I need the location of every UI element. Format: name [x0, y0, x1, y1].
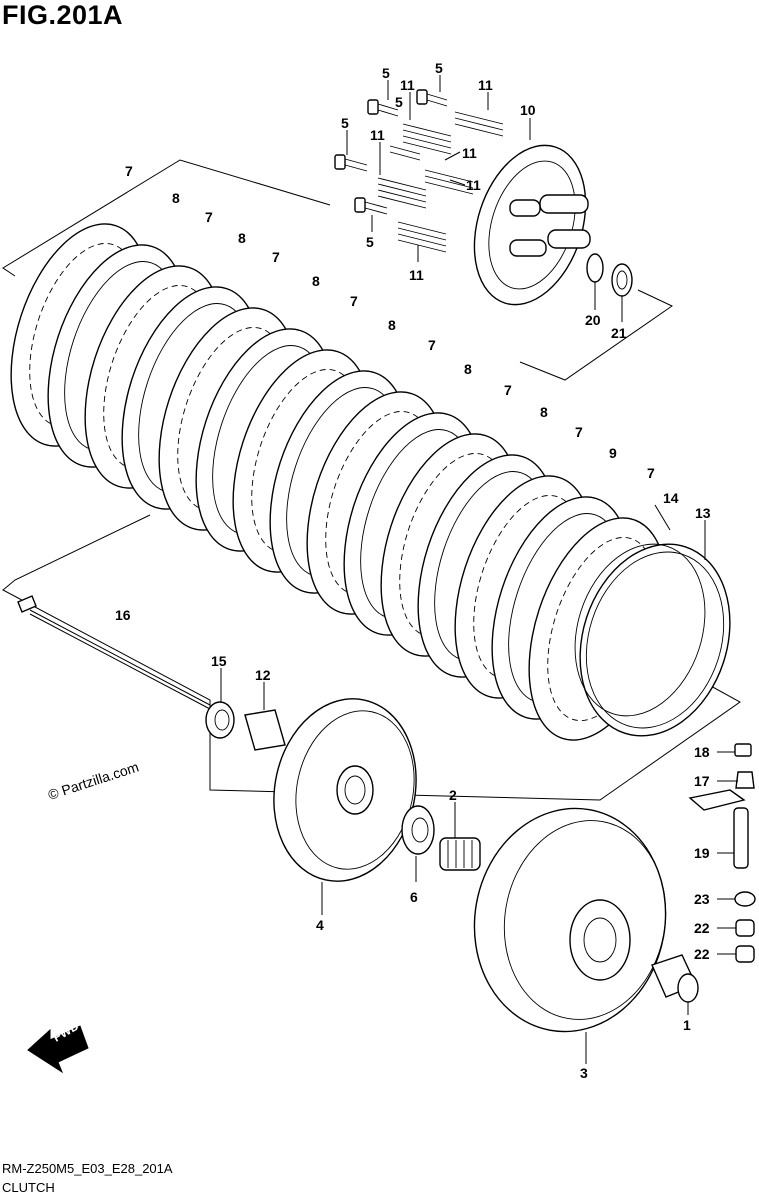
spring-icon: [377, 111, 504, 253]
bearing-22-lower: [735, 945, 755, 963]
plate-group-bracket: [2, 159, 331, 277]
pressure-plate-boss: [539, 194, 589, 214]
callout-15: 15: [211, 653, 227, 669]
clutch-springs: [334, 89, 504, 253]
needle-bearing-2: [439, 837, 481, 871]
pressure-plate: [473, 144, 587, 306]
callout-16: 16: [115, 607, 131, 623]
thrust-washer-6: [401, 805, 435, 855]
callout-numbers: 1 2 3 4 5 5 5 5 5 6 7 7 7 7 7 7 7 7 8 8 …: [115, 60, 711, 1081]
callout-7: 7: [647, 465, 655, 481]
forward-arrow-icon: FWD: [27, 1019, 89, 1074]
callout-21: 21: [611, 325, 627, 341]
callout-1: 1: [683, 1017, 691, 1033]
callout-5: 5: [395, 94, 403, 110]
callout-8: 8: [388, 317, 396, 333]
sleeve-hub-4: [273, 698, 417, 882]
release-arm-19: [688, 789, 746, 811]
wire-ring-13: [579, 543, 731, 737]
callout-11: 11: [409, 267, 424, 283]
lock-washer-12: [244, 709, 286, 751]
push-rod-16: [17, 595, 211, 710]
shaft-group-bracket: [2, 514, 741, 801]
callout-11: 11: [462, 145, 477, 161]
callout-7: 7: [272, 249, 280, 265]
callout-8: 8: [238, 230, 246, 246]
callout-8: 8: [464, 361, 472, 377]
plate-group-bracket-right: [519, 289, 673, 381]
callout-2: 2: [449, 787, 457, 803]
callout-8: 8: [312, 273, 320, 289]
callout-19: 19: [694, 845, 710, 861]
callout-22: 22: [694, 920, 710, 936]
callout-14: 14: [663, 490, 679, 506]
spring-seat-14: [574, 543, 706, 717]
callout-18: 18: [694, 744, 710, 760]
callout-11: 11: [478, 77, 493, 93]
bolt-18: [734, 743, 752, 757]
callout-7: 7: [125, 163, 133, 179]
model-code: RM-Z250M5_E03_E28_201A: [2, 1161, 173, 1176]
bearing-22-upper: [735, 919, 755, 937]
callout-7: 7: [428, 337, 436, 353]
plate-17: [735, 771, 755, 789]
callout-9: 9: [609, 445, 617, 461]
callout-10: 10: [520, 102, 536, 118]
callout-11: 11: [466, 177, 481, 193]
figure-caption: CLUTCH: [2, 1180, 55, 1195]
callout-4: 4: [316, 917, 324, 933]
callout-17: 17: [694, 773, 710, 789]
callout-22: 22: [694, 946, 710, 962]
pressure-plate-group: [473, 144, 633, 306]
callout-7: 7: [350, 293, 358, 309]
callout-7: 7: [504, 382, 512, 398]
oil-seal-23: [734, 891, 756, 907]
callout-20: 20: [585, 312, 601, 328]
callout-11: 11: [400, 77, 415, 93]
nut-15: [205, 701, 235, 739]
callout-23: 23: [694, 891, 710, 907]
callout-5: 5: [382, 65, 390, 81]
callout-7: 7: [205, 209, 213, 225]
callout-6: 6: [410, 889, 418, 905]
figure-title: FIG.201A: [2, 0, 124, 30]
callout-11: 11: [370, 127, 385, 143]
callout-5: 5: [366, 234, 374, 250]
leader-lines: [220, 75, 738, 1064]
callout-5: 5: [341, 115, 349, 131]
callout-5: 5: [435, 60, 443, 76]
bolt-icon: [334, 89, 448, 215]
callout-3: 3: [580, 1065, 588, 1081]
callout-8: 8: [540, 404, 548, 420]
primary-driven-gear-3: [473, 807, 667, 1033]
callout-8: 8: [172, 190, 180, 206]
bearing-21: [611, 263, 633, 297]
callout-12: 12: [255, 667, 271, 683]
watermark-text: © Partzilla.com: [46, 758, 141, 802]
callout-13: 13: [695, 505, 711, 521]
callout-7: 7: [575, 424, 583, 440]
washer-20: [586, 253, 604, 283]
